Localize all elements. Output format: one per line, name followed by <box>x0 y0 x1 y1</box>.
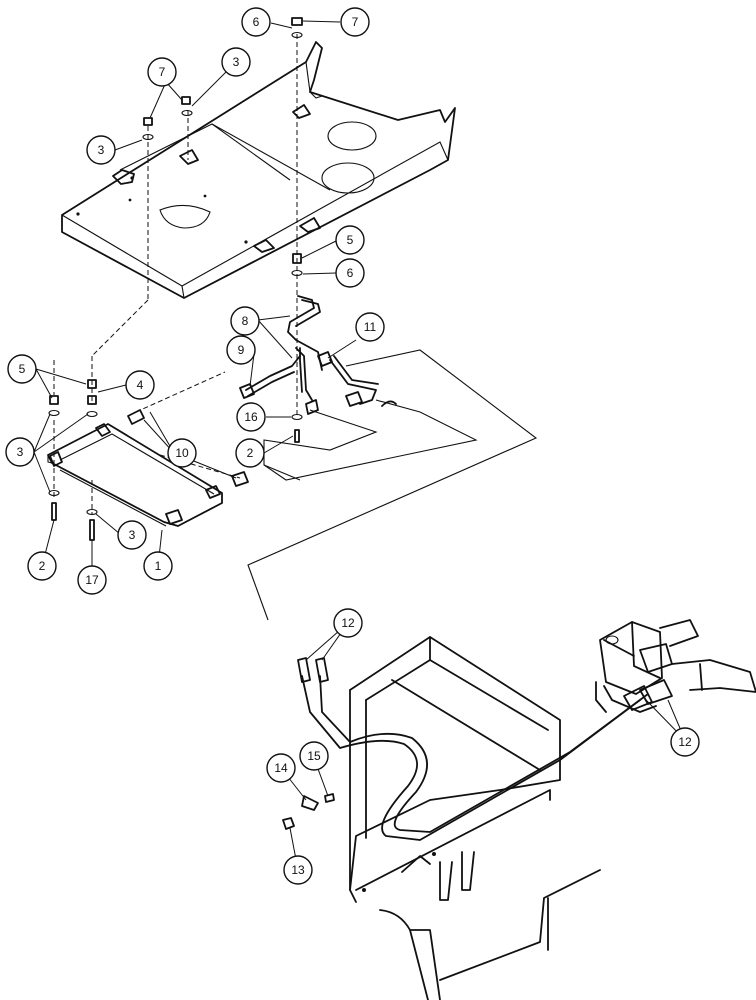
callout-13: 13 <box>283 855 313 885</box>
callout-9: 9 <box>226 335 256 365</box>
callout-label: 2 <box>247 446 254 460</box>
callout-5-left: 5 <box>7 354 37 384</box>
callout-6-right: 6 <box>335 258 365 288</box>
callout-3-top: 3 <box>221 47 251 77</box>
callout-label: 12 <box>678 735 692 749</box>
callout-label: 16 <box>244 410 258 424</box>
callout-3-upper-left: 3 <box>86 135 116 165</box>
callout-label: 3 <box>233 55 240 69</box>
callout-label: 2 <box>39 559 46 573</box>
callout-12-top: 12 <box>333 608 363 638</box>
callout-11: 11 <box>355 312 385 342</box>
callout-label: 1 <box>155 559 162 573</box>
reference-lines <box>247 349 538 621</box>
callout-6-top: 6 <box>241 7 271 37</box>
callout-label: 17 <box>85 573 99 587</box>
callout-5-right: 5 <box>335 225 365 255</box>
callout-label: 3 <box>17 445 24 459</box>
callout-label: 6 <box>253 15 260 29</box>
callout-1: 1 <box>143 551 173 581</box>
callout-label: 12 <box>341 616 355 630</box>
callout-2-left: 2 <box>27 551 57 581</box>
callout-label: 7 <box>352 15 359 29</box>
floor-plate <box>61 41 456 299</box>
steel-lines <box>239 295 397 415</box>
callout-label: 7 <box>159 65 166 79</box>
chassis-frame <box>349 636 601 1000</box>
callout-10: 10 <box>167 438 197 468</box>
callout-label: 3 <box>98 143 105 157</box>
callout-2-mid: 2 <box>235 438 265 468</box>
hardware <box>48 17 335 830</box>
callout-7-left: 7 <box>147 57 177 87</box>
callout-label: 6 <box>347 266 354 280</box>
callout-7-top: 7 <box>340 7 370 37</box>
callout-label: 14 <box>274 761 288 775</box>
callout-15: 15 <box>299 741 329 771</box>
valve-assembly <box>595 619 756 713</box>
callout-label: 9 <box>238 343 245 357</box>
callout-label: 15 <box>307 749 321 763</box>
callout-label: 4 <box>137 378 144 392</box>
hoses <box>297 657 673 841</box>
callout-label: 10 <box>175 446 189 460</box>
callout-8: 8 <box>230 306 260 336</box>
callout-12-right: 12 <box>670 727 700 757</box>
callout-label: 3 <box>129 528 136 542</box>
callout-17: 17 <box>77 565 107 595</box>
callout-label: 13 <box>291 863 305 877</box>
callout-label: 5 <box>347 233 354 247</box>
callout-16: 16 <box>236 402 266 432</box>
callout-4: 4 <box>125 370 155 400</box>
callout-3-left: 3 <box>5 437 35 467</box>
oil-cooler <box>47 423 223 527</box>
leader-lines <box>33 20 686 871</box>
callout-14: 14 <box>266 753 296 783</box>
center-lines <box>53 34 298 515</box>
callout-label: 8 <box>242 314 249 328</box>
callout-3-bottom: 3 <box>117 520 147 550</box>
callout-label: 11 <box>364 320 377 334</box>
callout-label: 5 <box>19 362 26 376</box>
